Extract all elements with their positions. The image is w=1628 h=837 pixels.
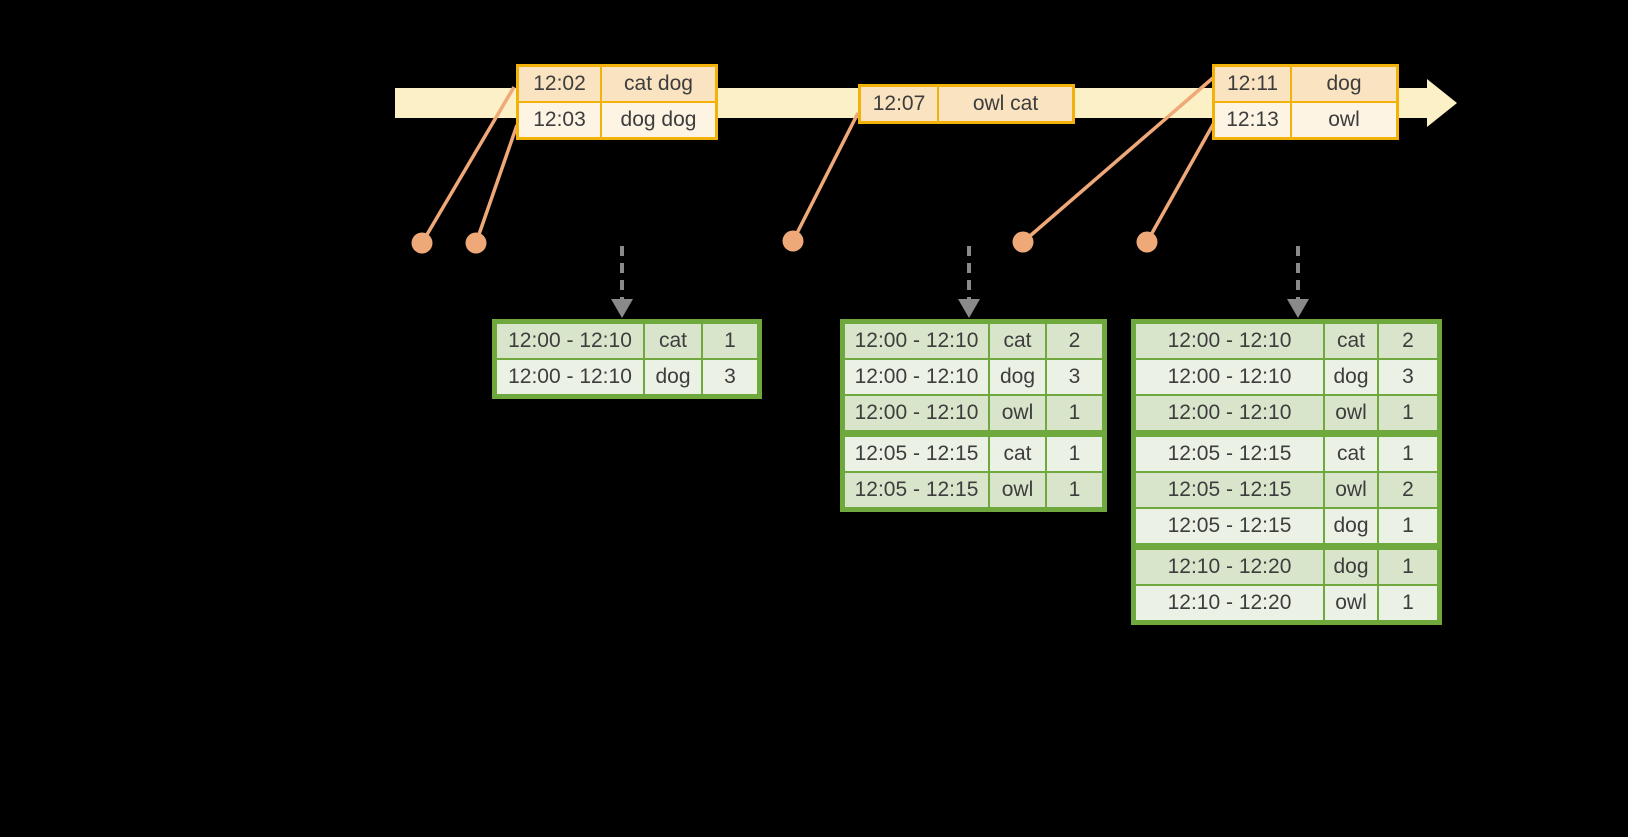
event-time-cell: 12:02	[519, 67, 600, 101]
window-cell: 12:05 - 12:15	[845, 473, 988, 507]
count-cell: 1	[1047, 473, 1102, 507]
word-cell: cat	[645, 324, 701, 358]
count-cell: 1	[1379, 550, 1437, 584]
event-words-cell: owl cat	[939, 87, 1072, 121]
event-time-cell: 12:13	[1215, 103, 1290, 137]
window-cell: 12:05 - 12:15	[1136, 509, 1323, 543]
event-words-cell: dog dog	[602, 103, 715, 137]
word-cell: dog	[1325, 360, 1377, 394]
window-cell: 12:00 - 12:10	[845, 324, 988, 358]
count-cell: 3	[1379, 360, 1437, 394]
event-words-cell: owl	[1292, 103, 1396, 137]
event-dot	[465, 232, 487, 254]
window-cell: 12:10 - 12:20	[1136, 550, 1323, 584]
count-cell: 1	[1047, 396, 1102, 430]
event-dot	[411, 232, 433, 254]
window-cell: 12:00 - 12:10	[497, 324, 643, 358]
window-cell: 12:00 - 12:10	[1136, 360, 1323, 394]
trigger-arrowhead-icon	[958, 299, 980, 318]
count-cell: 2	[1379, 324, 1437, 358]
event-dot	[1012, 231, 1034, 253]
window-cell: 12:00 - 12:10	[497, 360, 643, 394]
event-time-cell: 12:11	[1215, 67, 1290, 101]
word-cell: owl	[1325, 473, 1377, 507]
trigger-arrow	[611, 246, 633, 318]
count-cell: 2	[1047, 324, 1102, 358]
count-cell: 1	[1379, 396, 1437, 430]
event-dot	[1136, 231, 1158, 253]
window-cell: 12:05 - 12:15	[845, 437, 988, 471]
window-cell: 12:00 - 12:10	[1136, 324, 1323, 358]
window-group-separator	[1136, 432, 1437, 435]
count-cell: 1	[1379, 586, 1437, 620]
window-group-separator	[1136, 545, 1437, 548]
word-cell: dog	[1325, 509, 1377, 543]
word-cell: cat	[1325, 324, 1377, 358]
window-cell: 12:05 - 12:15	[1136, 437, 1323, 471]
word-cell: owl	[1325, 396, 1377, 430]
trigger-arrowhead-icon	[611, 299, 633, 318]
count-cell: 1	[1379, 509, 1437, 543]
trigger-arrow	[958, 246, 980, 318]
event-time-cell: 12:03	[519, 103, 600, 137]
timeline-arrowhead-icon	[1427, 79, 1457, 127]
event-connector-line	[1145, 120, 1217, 243]
word-cell: dog	[1325, 550, 1377, 584]
window-group-separator	[845, 432, 1102, 435]
count-cell: 1	[703, 324, 757, 358]
count-cell: 1	[1047, 437, 1102, 471]
word-cell: owl	[1325, 586, 1377, 620]
count-cell: 3	[1047, 360, 1102, 394]
window-cell: 12:00 - 12:10	[845, 360, 988, 394]
trigger-arrowhead-icon	[1287, 299, 1309, 318]
count-cell: 1	[1379, 437, 1437, 471]
word-cell: dog	[645, 360, 701, 394]
window-cell: 12:10 - 12:20	[1136, 586, 1323, 620]
word-cell: cat	[990, 437, 1045, 471]
word-cell: owl	[990, 473, 1045, 507]
word-cell: owl	[990, 396, 1045, 430]
count-cell: 3	[703, 360, 757, 394]
event-dot	[782, 230, 804, 252]
event-connector-line	[474, 124, 519, 244]
word-cell: dog	[990, 360, 1045, 394]
count-cell: 2	[1379, 473, 1437, 507]
window-cell: 12:00 - 12:10	[845, 396, 988, 430]
word-cell: cat	[990, 324, 1045, 358]
window-cell: 12:05 - 12:15	[1136, 473, 1323, 507]
window-cell: 12:00 - 12:10	[1136, 396, 1323, 430]
word-cell: cat	[1325, 437, 1377, 471]
event-time-cell: 12:07	[861, 87, 937, 121]
event-connector-line	[791, 112, 860, 242]
event-words-cell: cat dog	[602, 67, 715, 101]
event-words-cell: dog	[1292, 67, 1396, 101]
trigger-arrow	[1287, 246, 1309, 318]
